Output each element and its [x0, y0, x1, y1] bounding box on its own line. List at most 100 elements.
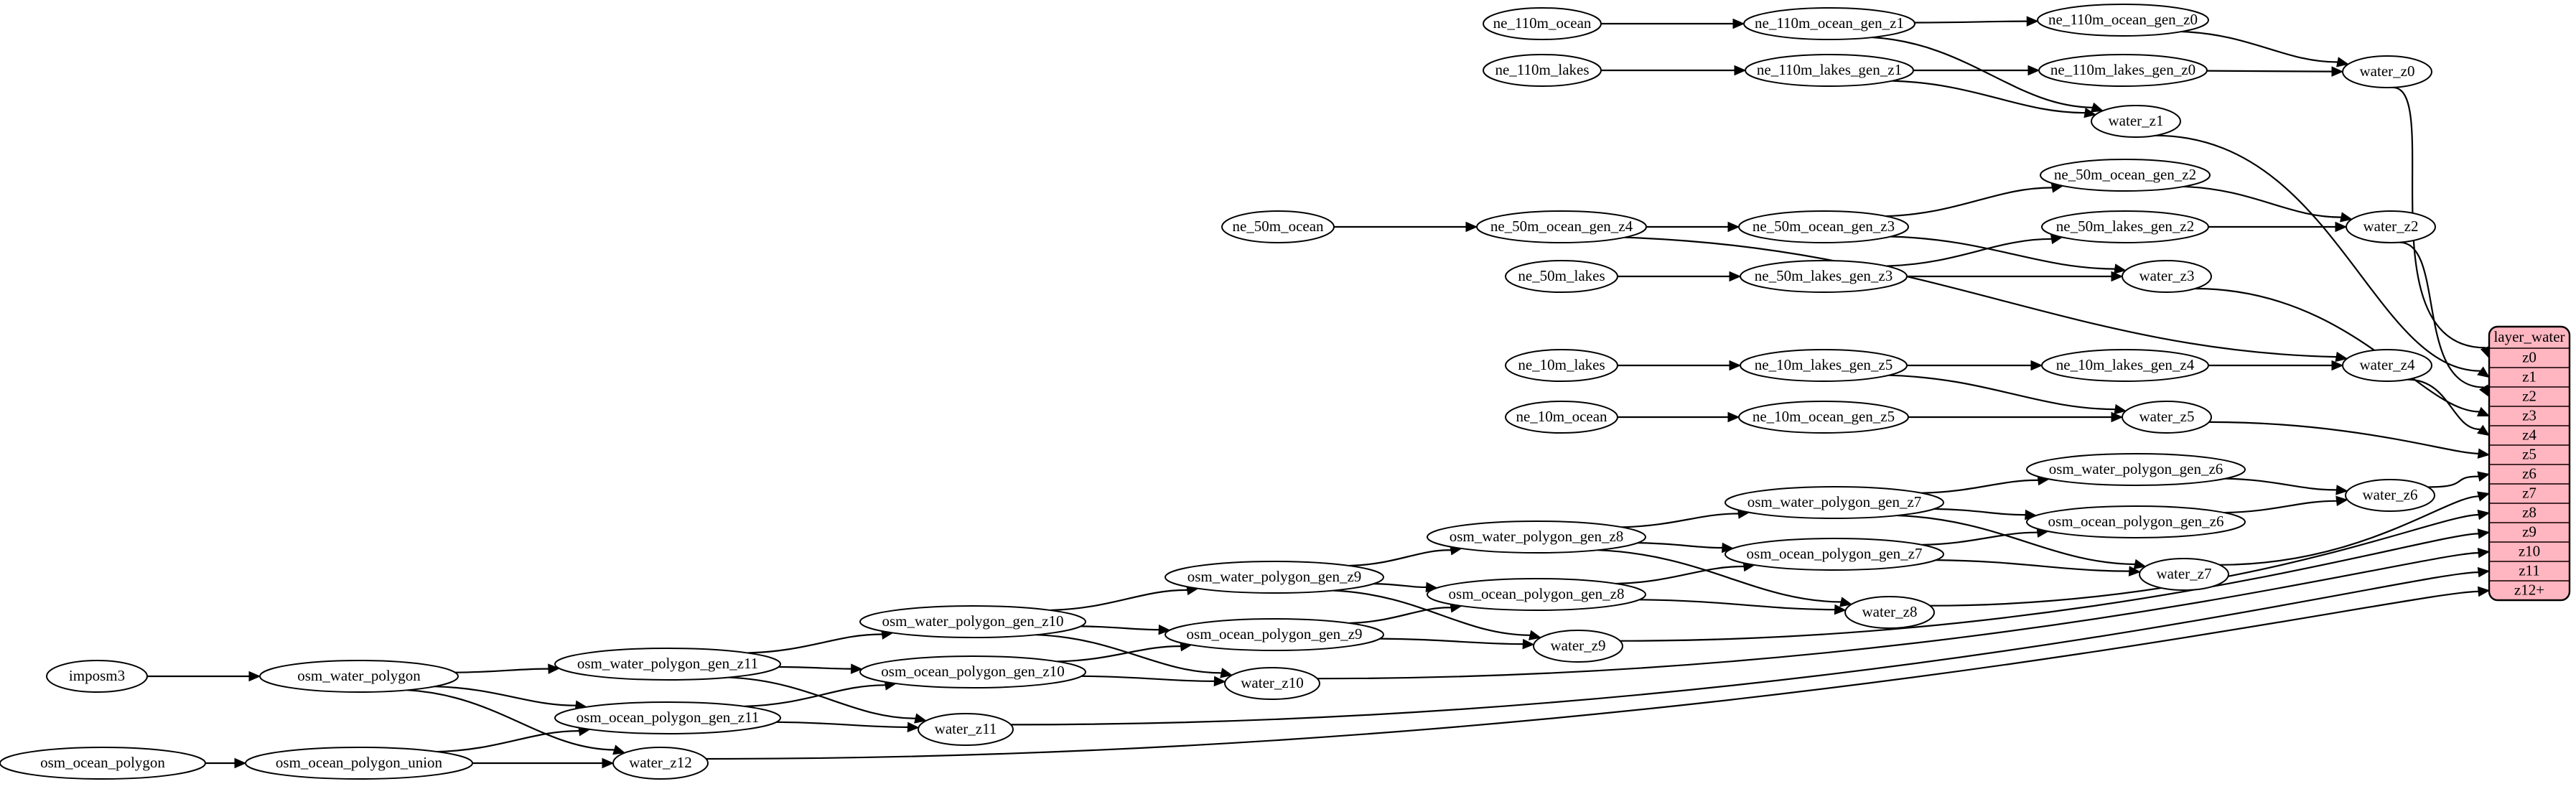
node-osm_ocean_polygon_union[interactable]: osm_ocean_polygon_union — [245, 747, 473, 780]
node-shape[interactable] — [2037, 4, 2209, 37]
table-row-z6[interactable] — [2489, 464, 2570, 485]
node-shape[interactable] — [2345, 479, 2435, 512]
node-shape[interactable] — [859, 655, 1086, 688]
node-shape[interactable] — [2346, 210, 2436, 243]
node-osm_water_polygon_gen_z6[interactable]: osm_water_polygon_gen_z6 — [2026, 453, 2246, 486]
node-shape[interactable] — [2026, 453, 2246, 486]
node-shape[interactable] — [918, 713, 1014, 746]
node-shape[interactable] — [1740, 349, 1908, 382]
node-shape[interactable] — [1427, 520, 1646, 554]
node-shape[interactable] — [259, 660, 459, 693]
node-shape[interactable] — [554, 648, 781, 681]
node-shape[interactable] — [245, 747, 473, 780]
node-osm_water_polygon[interactable]: osm_water_polygon — [259, 660, 459, 693]
node-shape[interactable] — [2026, 505, 2246, 538]
node-water_z1[interactable]: water_z1 — [2091, 105, 2181, 138]
node-shape[interactable] — [1483, 54, 1602, 87]
node-shape[interactable] — [2139, 558, 2229, 591]
node-shape[interactable] — [1738, 210, 1909, 243]
node-ne_50m_lakes_gen_z3[interactable]: ne_50m_lakes_gen_z3 — [1740, 260, 1908, 293]
node-ne_10m_lakes[interactable]: ne_10m_lakes — [1505, 349, 1618, 382]
node-shape[interactable] — [2122, 260, 2212, 293]
node-water_z3[interactable]: water_z3 — [2122, 260, 2212, 293]
node-shape[interactable] — [1743, 7, 1915, 40]
node-shape[interactable] — [1738, 401, 1909, 434]
node-shape[interactable] — [46, 660, 148, 693]
node-osm_ocean_polygon_gen_z11[interactable]: osm_ocean_polygon_gen_z11 — [554, 701, 781, 734]
node-ne_50m_ocean_gen_z4[interactable]: ne_50m_ocean_gen_z4 — [1476, 210, 1647, 243]
node-osm_ocean_polygon_gen_z7[interactable]: osm_ocean_polygon_gen_z7 — [1725, 538, 1944, 571]
layer-water-group[interactable]: layer_waterz0z1z2z3z4z5z6z7z8z9z10z11z12… — [2488, 325, 2571, 602]
node-water_z4[interactable]: water_z4 — [2342, 349, 2432, 382]
node-shape[interactable] — [1427, 578, 1646, 611]
node-shape[interactable] — [2342, 55, 2432, 88]
node-shape[interactable] — [1483, 7, 1602, 40]
node-ne_50m_lakes[interactable]: ne_50m_lakes — [1505, 260, 1618, 293]
node-ne_10m_lakes_gen_z5[interactable]: ne_10m_lakes_gen_z5 — [1740, 349, 1908, 382]
node-shape[interactable] — [554, 701, 781, 734]
node-water_z12[interactable]: water_z12 — [612, 747, 709, 780]
node-shape[interactable] — [1165, 561, 1384, 594]
node-osm_water_polygon_gen_z11[interactable]: osm_water_polygon_gen_z11 — [554, 648, 781, 681]
node-shape[interactable] — [1844, 596, 1935, 629]
node-ne_10m_ocean[interactable]: ne_10m_ocean — [1505, 401, 1618, 434]
node-shape[interactable] — [1740, 260, 1908, 293]
node-water_z5[interactable]: water_z5 — [2122, 401, 2212, 434]
table-row-z2[interactable] — [2489, 386, 2570, 407]
node-water_z10[interactable]: water_z10 — [1224, 667, 1320, 700]
node-osm_ocean_polygon_gen_z8[interactable]: osm_ocean_polygon_gen_z8 — [1427, 578, 1646, 611]
node-shape[interactable] — [0, 747, 206, 780]
node-osm_water_polygon_gen_z7[interactable]: osm_water_polygon_gen_z7 — [1725, 486, 1944, 519]
node-shape[interactable] — [2122, 401, 2212, 434]
node-water_z9[interactable]: water_z9 — [1533, 630, 1623, 663]
node-ne_110m_lakes[interactable]: ne_110m_lakes — [1483, 54, 1602, 87]
node-ne_10m_lakes_gen_z4[interactable]: ne_10m_lakes_gen_z4 — [2041, 349, 2209, 382]
node-shape[interactable] — [1165, 618, 1384, 651]
node-osm_ocean_polygon_gen_z10[interactable]: osm_ocean_polygon_gen_z10 — [859, 655, 1086, 688]
node-shape[interactable] — [2041, 210, 2209, 243]
node-shape[interactable] — [1224, 667, 1320, 700]
node-shape[interactable] — [2041, 349, 2209, 382]
node-ne_110m_lakes_gen_z1[interactable]: ne_110m_lakes_gen_z1 — [1745, 54, 1914, 87]
node-shape[interactable] — [1505, 401, 1618, 434]
node-osm_water_polygon_gen_z10[interactable]: osm_water_polygon_gen_z10 — [859, 605, 1086, 638]
node-osm_water_polygon_gen_z8[interactable]: osm_water_polygon_gen_z8 — [1427, 520, 1646, 554]
node-shape[interactable] — [1725, 538, 1944, 571]
node-shape[interactable] — [1221, 210, 1335, 243]
node-osm_water_polygon_gen_z9[interactable]: osm_water_polygon_gen_z9 — [1165, 561, 1384, 594]
node-shape[interactable] — [1505, 260, 1618, 293]
node-shape[interactable] — [1533, 630, 1623, 663]
node-water_z11[interactable]: water_z11 — [918, 713, 1014, 746]
table-row-z5[interactable] — [2489, 444, 2570, 465]
node-osm_ocean_polygon_gen_z9[interactable]: osm_ocean_polygon_gen_z9 — [1165, 618, 1384, 651]
node-water_z8[interactable]: water_z8 — [1844, 596, 1935, 629]
node-shape[interactable] — [612, 747, 709, 780]
node-shape[interactable] — [1476, 210, 1647, 243]
node-ne_110m_lakes_gen_z0[interactable]: ne_110m_lakes_gen_z0 — [2038, 54, 2208, 87]
node-shape[interactable] — [2091, 105, 2181, 138]
node-shape[interactable] — [1745, 54, 1914, 87]
node-water_z7[interactable]: water_z7 — [2139, 558, 2229, 591]
node-osm_ocean_polygon_gen_z6[interactable]: osm_ocean_polygon_gen_z6 — [2026, 505, 2246, 538]
node-ne_110m_ocean_gen_z1[interactable]: ne_110m_ocean_gen_z1 — [1743, 7, 1915, 40]
node-water_z2[interactable]: water_z2 — [2346, 210, 2436, 243]
node-ne_50m_ocean_gen_z2[interactable]: ne_50m_ocean_gen_z2 — [2040, 159, 2211, 192]
node-osm_ocean_polygon[interactable]: osm_ocean_polygon — [0, 747, 206, 780]
node-water_z6[interactable]: water_z6 — [2345, 479, 2435, 512]
node-shape[interactable] — [1505, 349, 1618, 382]
node-ne_50m_lakes_gen_z2[interactable]: ne_50m_lakes_gen_z2 — [2041, 210, 2209, 243]
node-water_z0[interactable]: water_z0 — [2342, 55, 2432, 88]
node-ne_110m_ocean_gen_z0[interactable]: ne_110m_ocean_gen_z0 — [2037, 4, 2209, 37]
node-imposm3[interactable]: imposm3 — [46, 660, 148, 693]
node-ne_110m_ocean[interactable]: ne_110m_ocean — [1483, 7, 1602, 40]
table-row-z8[interactable] — [2489, 503, 2570, 523]
node-ne_50m_ocean[interactable]: ne_50m_ocean — [1221, 210, 1335, 243]
node-shape[interactable] — [1725, 486, 1944, 519]
node-shape[interactable] — [2038, 54, 2208, 87]
node-ne_10m_ocean_gen_z5[interactable]: ne_10m_ocean_gen_z5 — [1738, 401, 1909, 434]
node-ne_50m_ocean_gen_z3[interactable]: ne_50m_ocean_gen_z3 — [1738, 210, 1909, 243]
node-shape[interactable] — [859, 605, 1086, 638]
table-row-z12+[interactable] — [2489, 580, 2570, 600]
node-shape[interactable] — [2342, 349, 2432, 382]
node-shape[interactable] — [2040, 159, 2211, 192]
